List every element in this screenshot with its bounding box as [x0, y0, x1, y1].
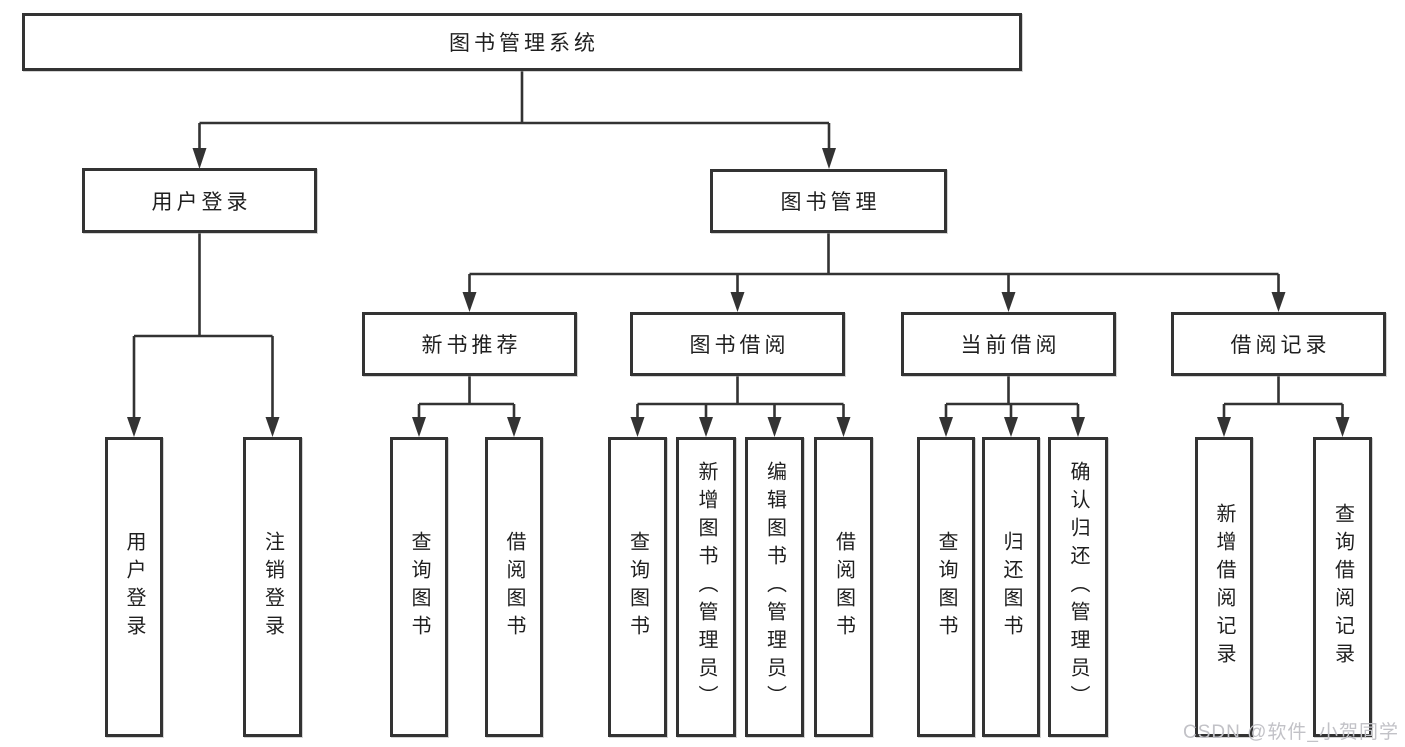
connector-user-login-children — [127, 233, 280, 437]
leaf-add-book-admin: 新增图书（管理员） — [676, 437, 736, 737]
node-current-borrowing: 当前借阅 — [901, 312, 1116, 376]
node-book-borrowing: 图书借阅 — [630, 312, 845, 376]
leaf-search-borrow-record: 查询借阅记录 — [1313, 437, 1372, 737]
node-user-login: 用户登录 — [82, 168, 317, 233]
watermark: CSDN @软件_小贺同学 — [1183, 722, 1399, 743]
node-book-management: 图书管理 — [710, 169, 947, 233]
leaf-search-books-current: 查询图书 — [917, 437, 975, 737]
leaf-logout: 注销登录 — [243, 437, 302, 737]
connector-current-borrowing-children — [939, 376, 1085, 437]
node-library-system: 图书管理系统 — [22, 13, 1022, 71]
leaf-return-book: 归还图书 — [982, 437, 1040, 737]
leaf-search-books-borrowing: 查询图书 — [608, 437, 667, 737]
connector-root-to-level1 — [192, 70, 836, 169]
connector-borrowing-records-children — [1217, 376, 1350, 437]
leaf-add-borrow-record: 新增借阅记录 — [1195, 437, 1253, 737]
leaf-borrow-books-recommend: 借阅图书 — [485, 437, 543, 737]
leaf-user-login: 用户登录 — [105, 437, 163, 737]
node-new-book-recommend: 新书推荐 — [362, 312, 577, 376]
node-borrowing-records: 借阅记录 — [1171, 312, 1386, 376]
connector-new-book-recommend-children — [412, 376, 521, 437]
leaf-borrow-books-borrowing: 借阅图书 — [814, 437, 873, 737]
leaf-edit-book-admin: 编辑图书（管理员） — [745, 437, 804, 737]
leaf-confirm-return-admin: 确认归还（管理员） — [1048, 437, 1108, 737]
connector-book-borrowing-children — [630, 376, 851, 437]
connector-book-management-children — [462, 233, 1286, 312]
leaf-search-books-recommend: 查询图书 — [390, 437, 448, 737]
